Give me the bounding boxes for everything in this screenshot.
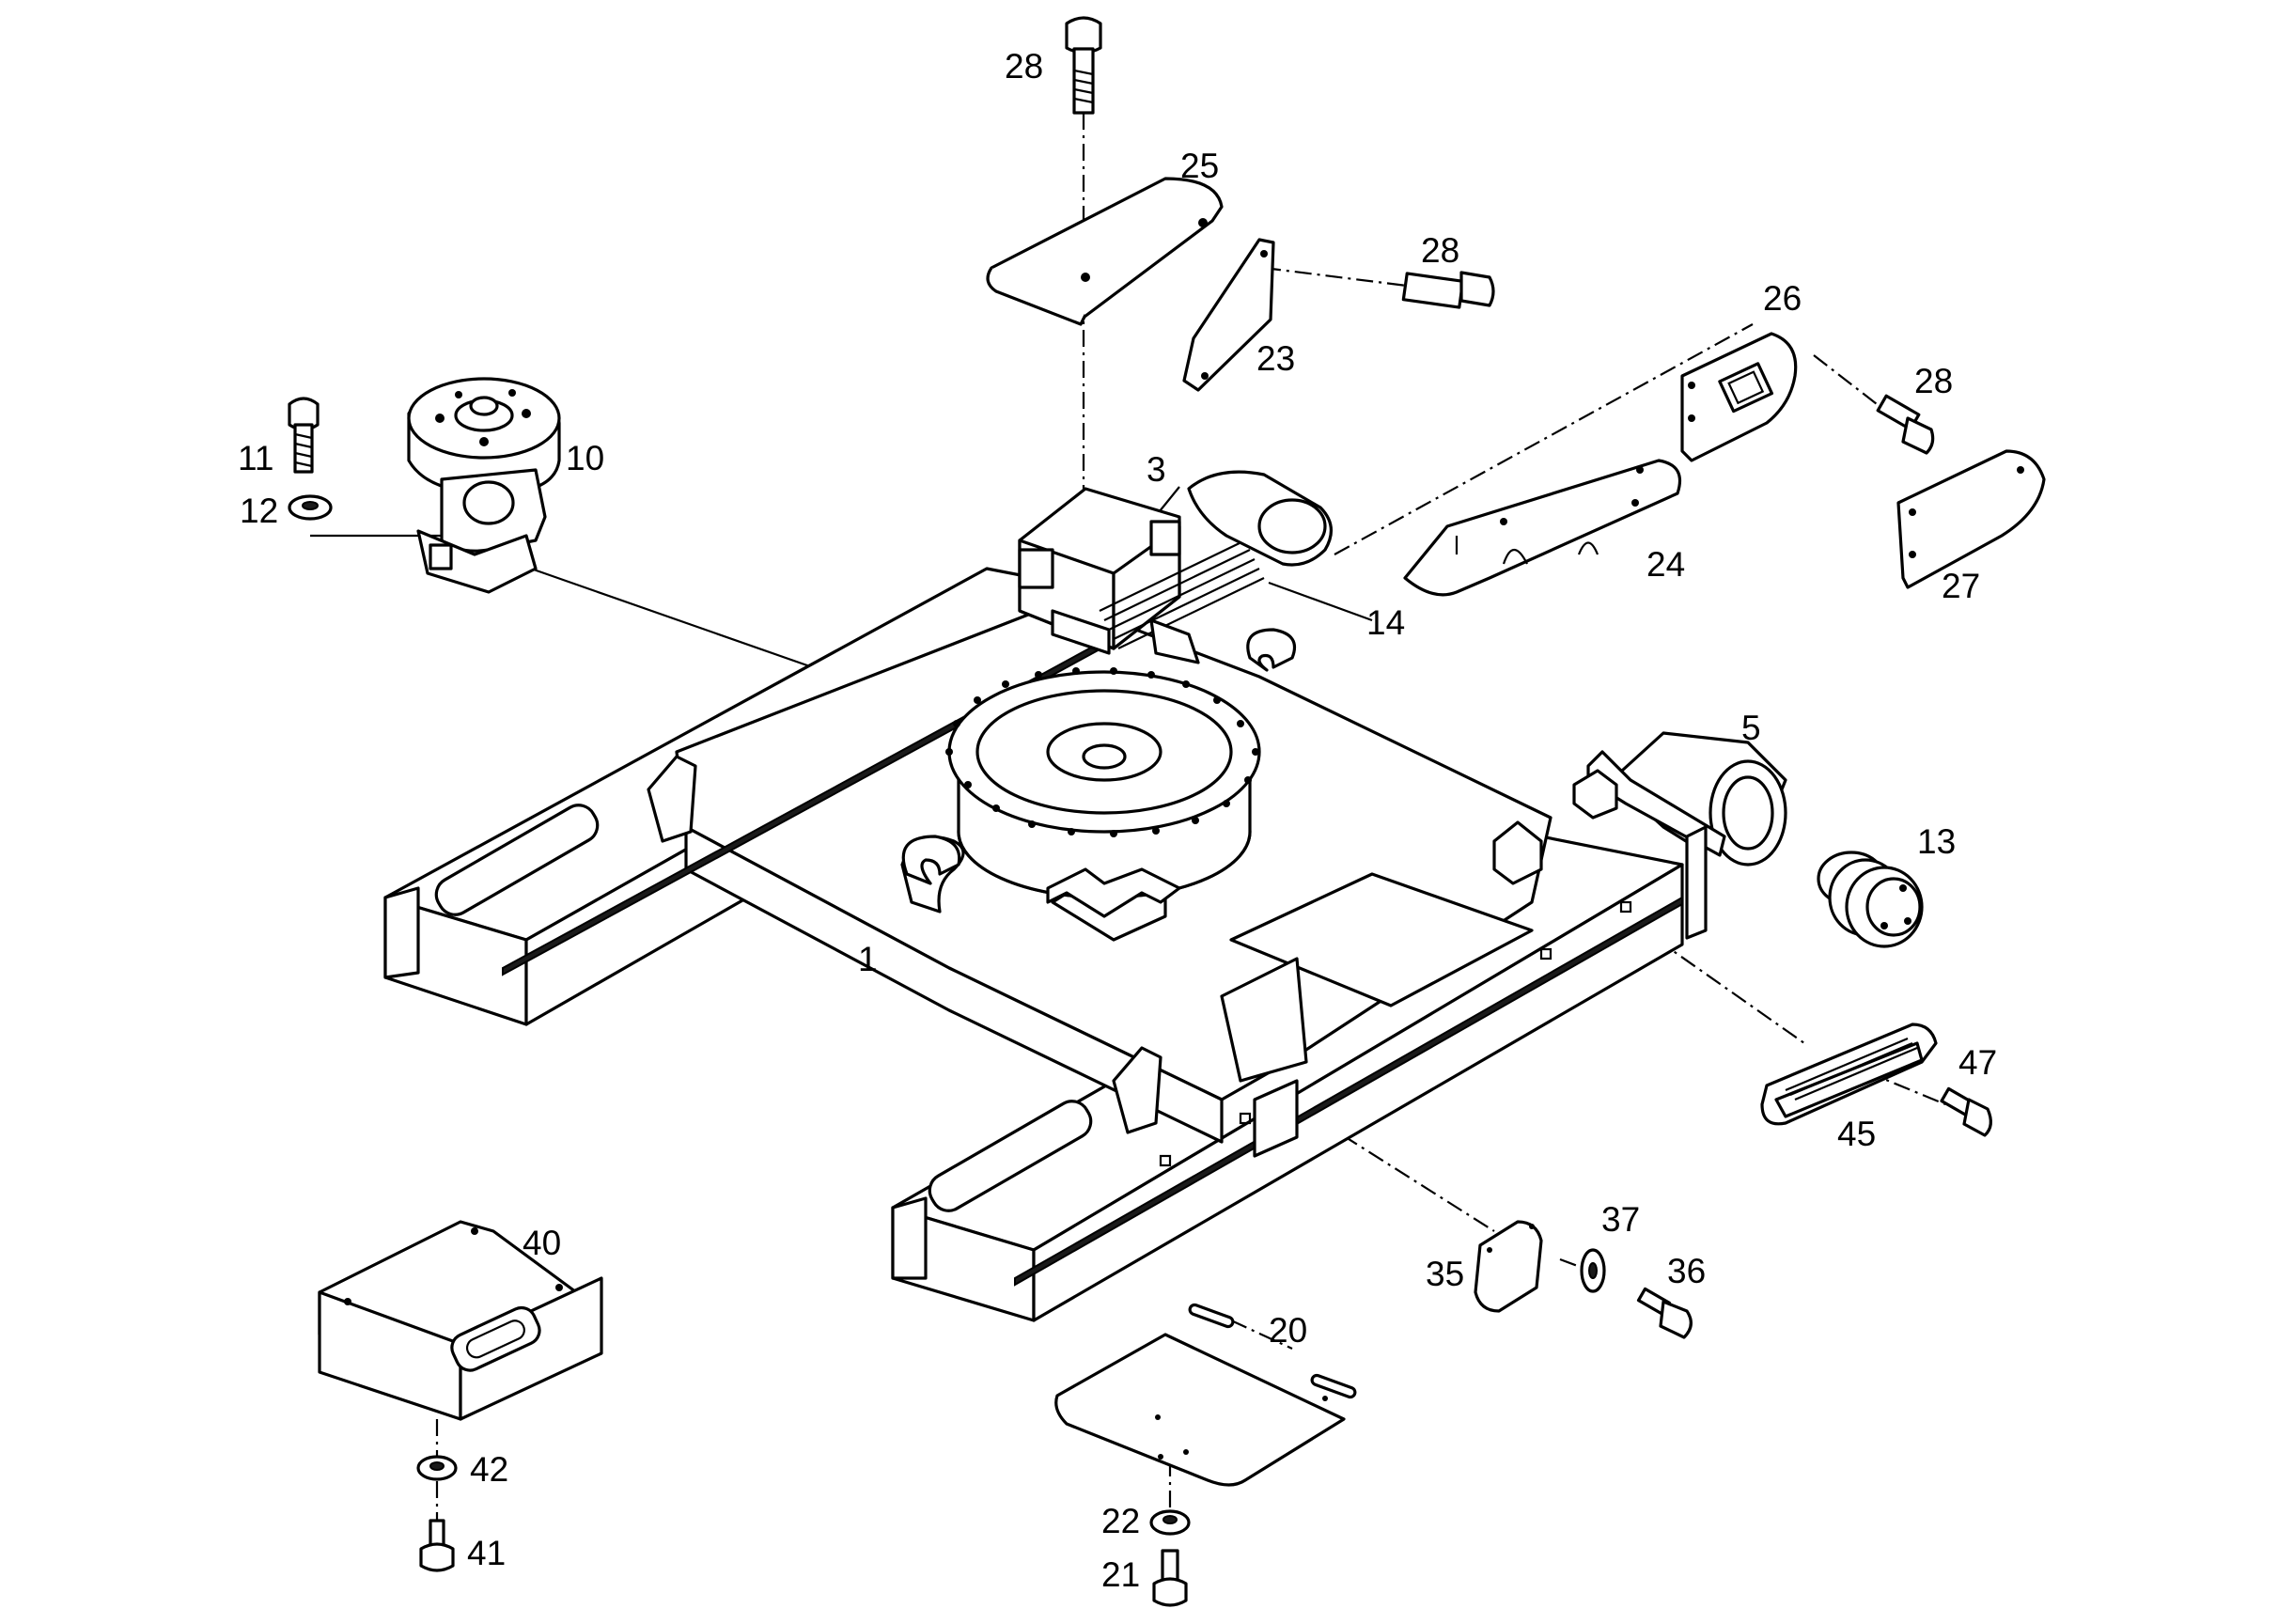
bolt-36 — [1636, 1287, 1693, 1339]
callout-5: 5 — [1741, 709, 1761, 747]
callout-24: 24 — [1646, 545, 1685, 584]
hose-bundle — [1099, 539, 1265, 649]
cover-plate-25 — [986, 177, 1224, 326]
step-pad-45 — [1760, 1023, 1938, 1126]
callout-13: 13 — [1917, 822, 1956, 861]
callout-25: 25 — [1180, 147, 1219, 185]
callout-35: 35 — [1426, 1255, 1464, 1293]
callout-45: 45 — [1837, 1115, 1876, 1153]
callout-26: 26 — [1763, 279, 1802, 318]
callout-22: 22 — [1101, 1502, 1140, 1540]
callout-21: 21 — [1101, 1555, 1140, 1594]
flange-plate-26 — [1680, 332, 1798, 462]
callout-37: 37 — [1601, 1200, 1640, 1239]
drive-motor — [407, 377, 561, 594]
callout-28-top: 28 — [1005, 47, 1043, 86]
callout-23: 23 — [1256, 339, 1295, 378]
slew-ring-bolt-holes — [945, 667, 1259, 837]
callout-1: 1 — [858, 940, 878, 978]
callout-11: 11 — [238, 439, 273, 477]
callout-42: 42 — [470, 1450, 508, 1489]
callout-14: 14 — [1366, 603, 1405, 642]
track-guard-40 — [318, 1220, 603, 1421]
plate-23 — [1182, 238, 1275, 392]
cover-35 — [1474, 1220, 1543, 1313]
washer-42 — [416, 1455, 458, 1481]
bolt-41 — [419, 1519, 455, 1572]
washer-12 — [288, 494, 333, 521]
cover-27 — [1896, 449, 2046, 589]
callout-41: 41 — [467, 1534, 506, 1572]
bolt-11 — [288, 397, 320, 474]
idler-bracket — [1492, 731, 1787, 940]
washer-22 — [1149, 1509, 1191, 1536]
callout-10: 10 — [566, 439, 604, 477]
callout-47: 47 — [1958, 1043, 1997, 1082]
callout-labels: 28 25 28 23 26 28 11 10 12 3 24 27 14 5 … — [238, 47, 1997, 1594]
floor-plate-20 — [1054, 1303, 1357, 1487]
callout-36: 36 — [1667, 1252, 1706, 1290]
washer-37 — [1580, 1248, 1606, 1293]
callout-27: 27 — [1942, 567, 1980, 605]
callout-28-right: 28 — [1914, 362, 1953, 400]
callout-28-mid: 28 — [1421, 231, 1459, 270]
rotary-joint-block — [1018, 470, 1333, 664]
hub-13 — [1817, 851, 1924, 948]
callout-40: 40 — [523, 1224, 561, 1262]
bolt-21 — [1152, 1549, 1188, 1607]
bolt-28-top — [1065, 16, 1102, 115]
callout-20: 20 — [1269, 1311, 1307, 1350]
bolt-28-right — [1876, 394, 1935, 455]
callout-12: 12 — [240, 492, 278, 530]
bolt-28-mid — [1401, 271, 1495, 309]
bolt-47 — [1940, 1086, 1992, 1137]
guard-plate-24 — [1403, 459, 1682, 597]
callout-3: 3 — [1147, 450, 1166, 489]
slew-ring — [901, 628, 1297, 918]
